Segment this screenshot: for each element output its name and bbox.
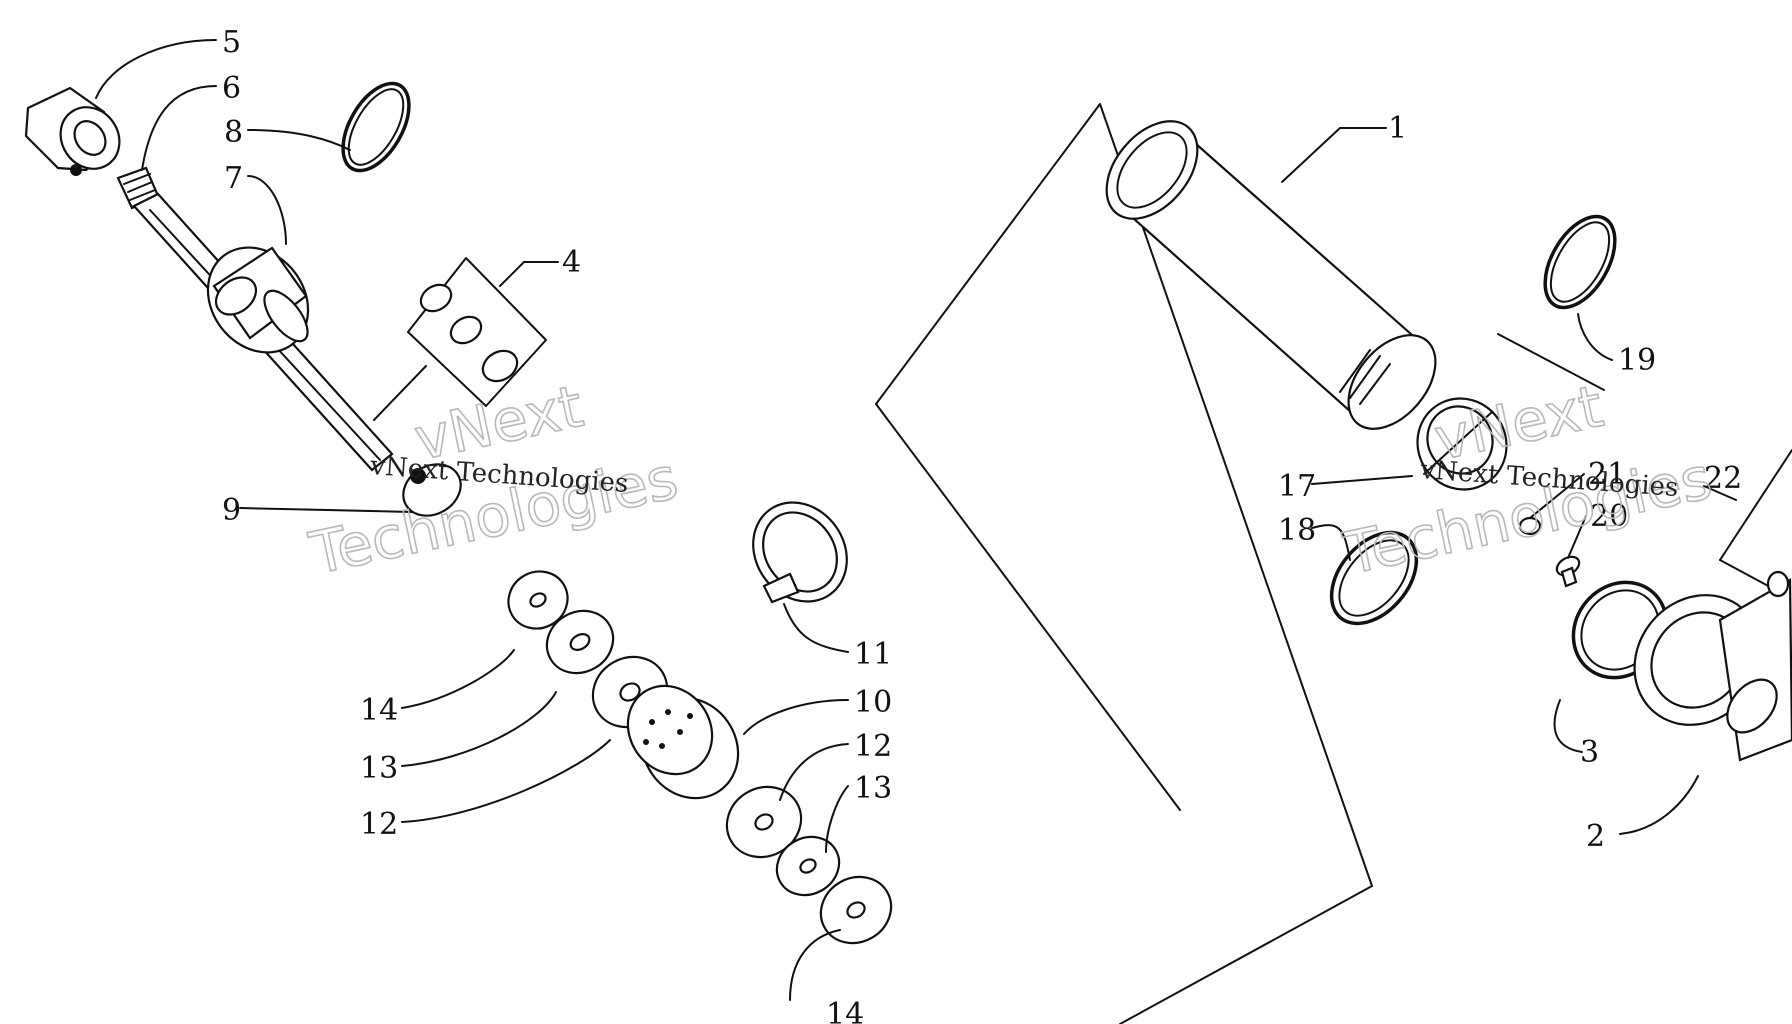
callout-12-left: 12: [360, 807, 398, 842]
callout-2: 2: [1586, 819, 1605, 854]
part-8-o-ring: [341, 81, 411, 173]
part-7-rod-guide: [206, 246, 310, 354]
part-5-eye-mount: [24, 86, 121, 176]
part-18-snap-ring: [1329, 530, 1419, 626]
callout-17: 17: [1278, 469, 1316, 504]
part-9-washer: [402, 463, 462, 517]
part-14-washer-left: [507, 570, 569, 630]
part-10-piston: [626, 684, 740, 800]
callout-14-right: 14: [826, 997, 864, 1024]
callout-labels: 5 6 8 7 4 9 14 13 12 11 10 12 13 14 1 19…: [222, 25, 1742, 1024]
watermark-left: vNext Technologies vNext Technologies: [303, 371, 684, 589]
callout-4: 4: [562, 245, 581, 280]
callout-10: 10: [854, 685, 892, 720]
part-1-cylinder-body: [1105, 120, 1437, 430]
part-12-washer-right: [725, 785, 803, 859]
part-20-screw: [1555, 555, 1581, 588]
callout-14-left: 14: [360, 693, 398, 728]
part-13-washer-right: [775, 835, 841, 897]
callout-13-left: 13: [360, 751, 398, 786]
callout-12-right: 12: [854, 729, 892, 764]
callout-22: 22: [1704, 461, 1742, 496]
part-22-bracket-edge: [1719, 449, 1792, 598]
callout-7: 7: [224, 161, 243, 196]
callout-3: 3: [1580, 735, 1599, 770]
callout-20: 20: [1590, 499, 1628, 534]
callout-5: 5: [222, 25, 241, 60]
part-19-o-ring: [1543, 214, 1617, 310]
callout-19: 19: [1618, 343, 1656, 378]
part-13-washer-left: [545, 609, 615, 675]
part-4-seal-group: [407, 257, 547, 407]
assembly-bracket-outline: [875, 103, 1373, 1024]
part-17-bearing-cap: [1416, 397, 1508, 491]
callout-9: 9: [222, 493, 241, 528]
callout-8: 8: [224, 115, 243, 150]
callout-13-right: 13: [854, 771, 892, 806]
part-2-end-cap: [1633, 578, 1792, 762]
part-11-piston-ring: [752, 501, 848, 604]
leader-lines: [95, 39, 1737, 1001]
callout-11: 11: [854, 637, 892, 672]
callout-1: 1: [1388, 111, 1407, 146]
part-14-washer-right: [819, 875, 893, 945]
callout-21: 21: [1588, 457, 1626, 492]
callout-6: 6: [222, 71, 241, 106]
callout-18: 18: [1278, 513, 1316, 548]
